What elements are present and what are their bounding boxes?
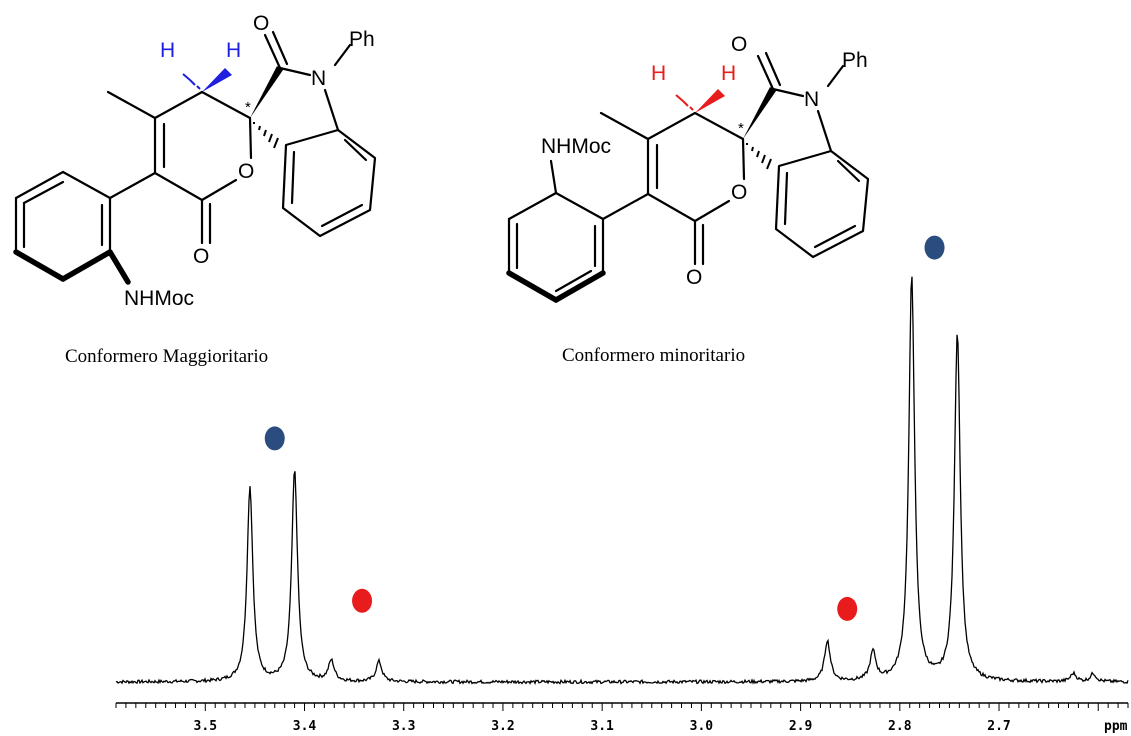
x-axis-unit: ppm — [1104, 719, 1128, 734]
x-tick-label: 2.8 — [888, 719, 912, 734]
minor-nitrogen: N — [804, 88, 819, 111]
x-tick-label: 2.9 — [789, 719, 812, 734]
spectrum-trace — [115, 276, 1129, 685]
minor-stereo-mark: * — [738, 120, 744, 137]
minor-carbonyl-o-top: O — [731, 33, 747, 56]
minor-substituent: NHMoc — [541, 135, 611, 158]
major-nitrogen: N — [311, 67, 326, 90]
x-tick-label: 3.5 — [194, 719, 217, 734]
x-tick-label: 2.7 — [987, 719, 1010, 734]
x-tick-label: 3.0 — [690, 719, 714, 734]
minor-h-right: H — [721, 62, 736, 85]
minor-carbonyl-o-bottom: O — [686, 266, 702, 289]
major-conformer-marker — [264, 426, 285, 451]
major-carbonyl-o-bottom: O — [193, 245, 209, 268]
minor-conformer-marker — [837, 596, 858, 621]
structure-minor: H H O N Ph O O NHMoc * Conformero minori… — [506, 33, 870, 366]
major-carbonyl-o-top: O — [253, 12, 269, 35]
major-ring-o: O — [238, 160, 254, 183]
major-substituent: NHMoc — [124, 287, 194, 310]
structure-major: H H O N Ph O O NHMoc * Conformero Maggio… — [13, 12, 377, 367]
minor-ring-o: O — [731, 181, 747, 204]
assignment-markers — [264, 235, 945, 621]
major-h-right: H — [226, 39, 241, 62]
x-tick-label: 3.2 — [491, 719, 514, 734]
major-h-left: H — [160, 39, 175, 62]
major-phenyl: Ph — [349, 28, 375, 51]
x-tick-label: 3.1 — [590, 719, 614, 734]
x-axis-tick-labels: 3.5 3.4 3.3 3.2 3.1 3.0 2.9 2.8 2.7 — [194, 719, 1011, 734]
x-tick-label: 3.3 — [392, 719, 415, 734]
major-stereo-mark: * — [245, 99, 251, 116]
x-axis-ticks — [115, 703, 1129, 711]
major-conformer-marker — [924, 235, 945, 260]
minor-h-left: H — [651, 62, 666, 85]
major-caption: Conformero Maggioritario — [65, 346, 268, 367]
minor-phenyl: Ph — [842, 49, 868, 72]
x-tick-label: 3.4 — [293, 719, 317, 734]
minor-caption: Conformero minoritario — [562, 345, 745, 366]
nmr-spectrum: 3.5 3.4 3.3 3.2 3.1 3.0 2.9 2.8 2.7 ppm — [115, 235, 1129, 734]
minor-conformer-marker — [352, 588, 373, 613]
